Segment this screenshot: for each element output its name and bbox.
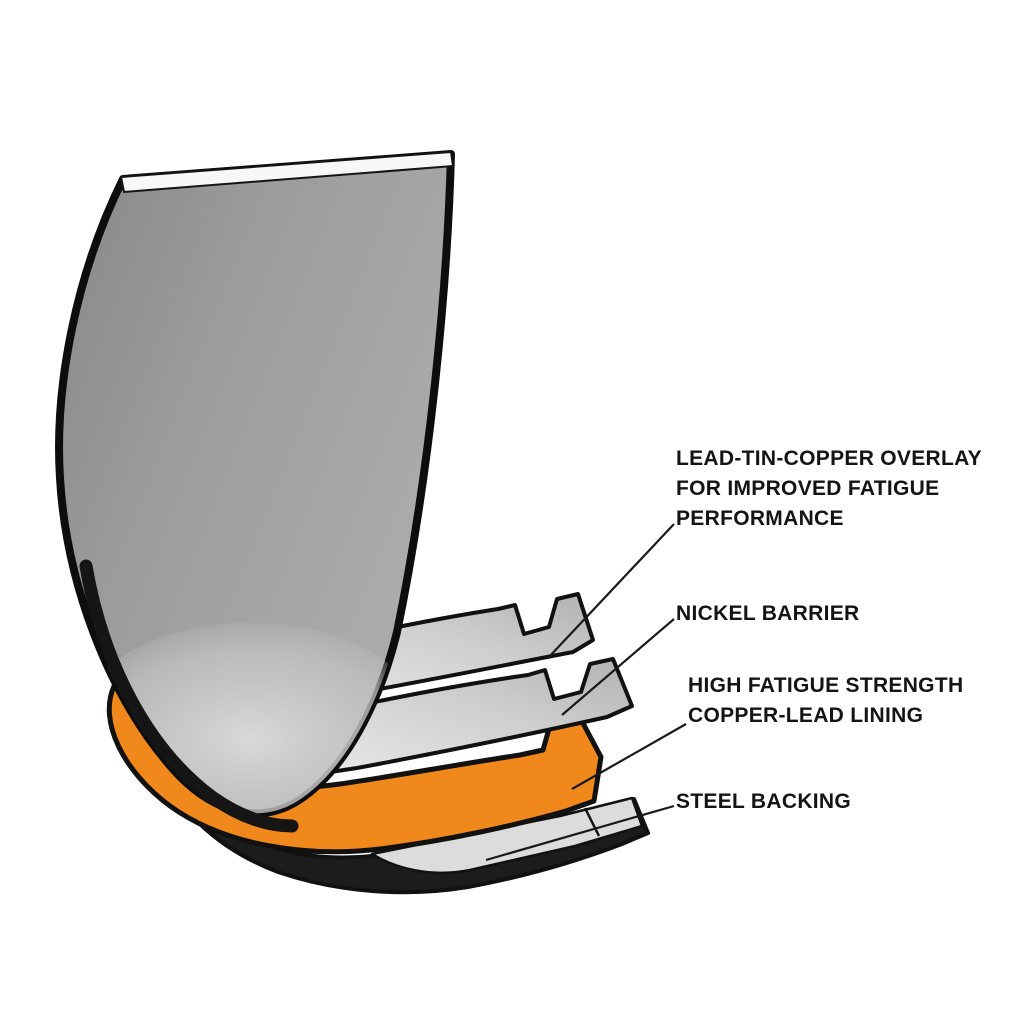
label-steel-backing: STEEL BACKING xyxy=(676,790,852,813)
leader-line-copper-lead xyxy=(571,723,687,790)
leader-line-steel xyxy=(485,804,675,862)
nickel-barrier-flange xyxy=(308,657,634,775)
label-copper-lead-lining: HIGH FATIGUE STRENGTH COPPER-LEAD LINING xyxy=(688,674,964,727)
steel-backing-top-face xyxy=(370,796,644,875)
label-lead-tin-copper-overlay: LEAD-TIN-COPPER OVERLAY FOR IMPROVED FAT… xyxy=(676,447,982,530)
leader-lines xyxy=(485,523,687,862)
steel-tip-notch xyxy=(583,807,601,837)
leader-line-overlay xyxy=(547,523,675,659)
shell-outer-dark-band xyxy=(79,559,299,833)
nickel-barrier-layer xyxy=(308,657,634,775)
label-nickel-barrier: NICKEL BARRIER xyxy=(676,602,860,625)
leader-line-nickel xyxy=(561,618,675,716)
shell-top-face xyxy=(120,151,454,193)
